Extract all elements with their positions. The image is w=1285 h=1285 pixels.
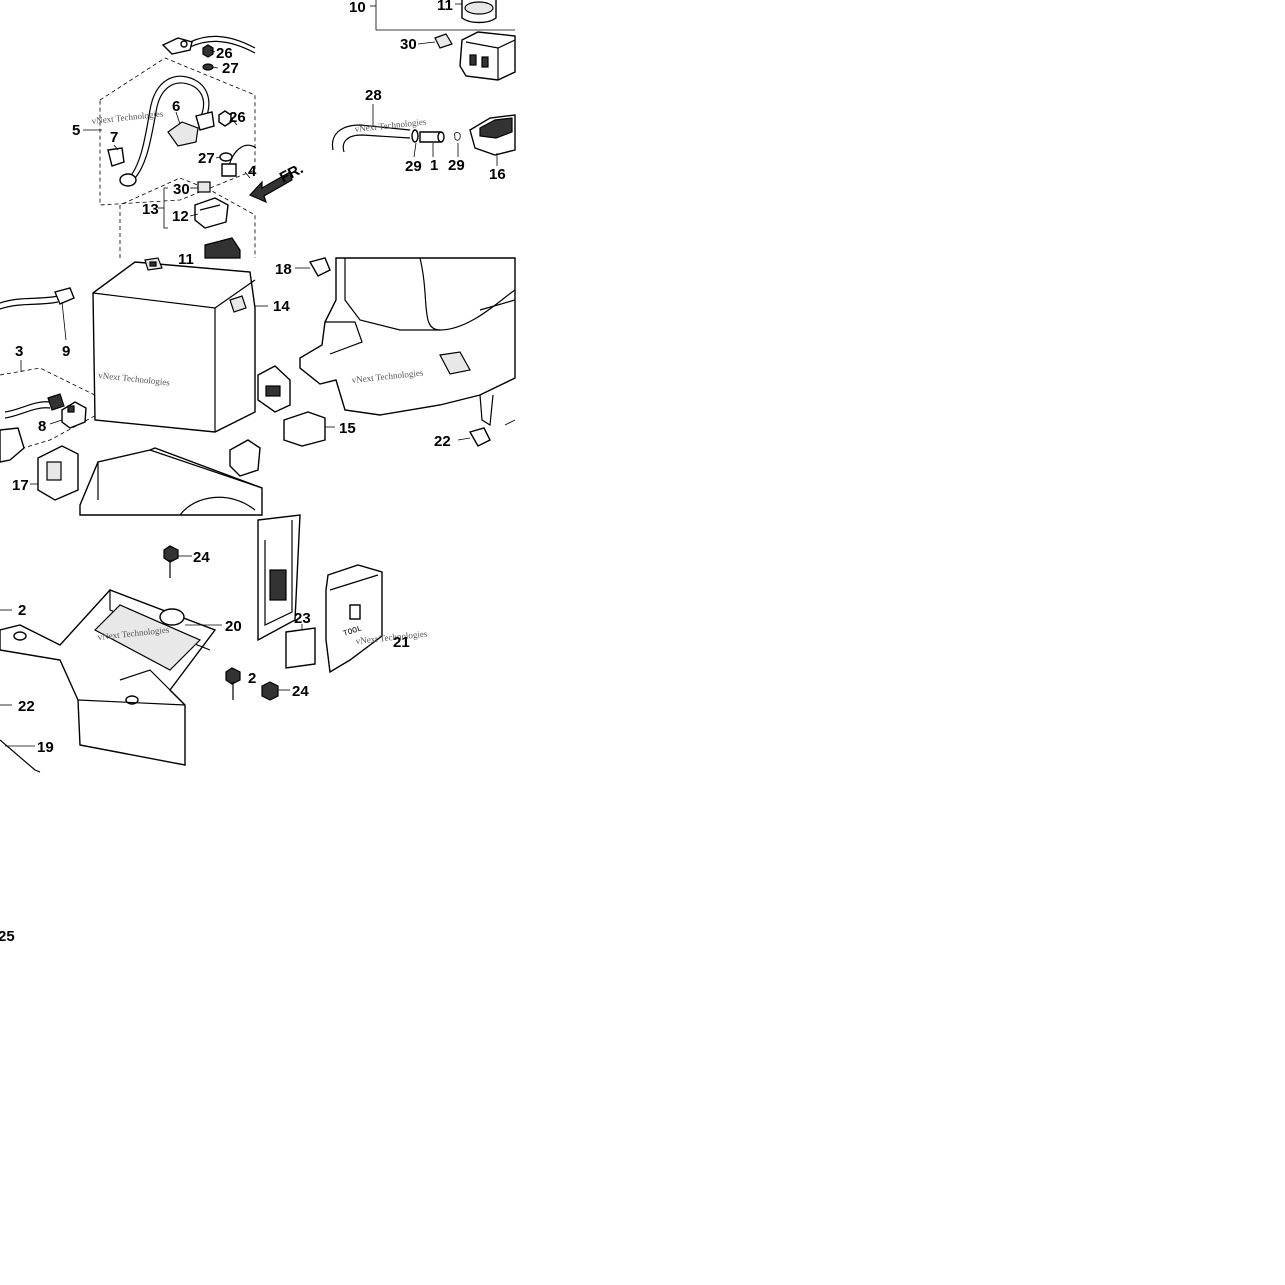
callout-25: 25 <box>0 928 15 945</box>
callout-22: 22 <box>18 698 35 715</box>
battery-holder <box>0 589 217 766</box>
callout-2: 2 <box>248 670 256 687</box>
callout-11: 11 <box>437 0 453 14</box>
tool-cover: TOOL <box>325 564 383 674</box>
bolt-24-top <box>163 545 192 578</box>
callout-1: 1 <box>430 157 438 174</box>
callout-21: 21 <box>393 634 410 651</box>
callout-15: 15 <box>339 420 356 437</box>
callout-11: 11 <box>178 251 194 268</box>
callout-labels: 10 11 30 26 27 28 6 5 7 26 27 4 29 1 29 … <box>0 0 506 945</box>
callout-22: 22 <box>434 433 451 450</box>
callout-3: 3 <box>15 343 23 360</box>
callout-4: 4 <box>248 163 257 180</box>
callout-23: 23 <box>294 610 311 627</box>
callout-9: 9 <box>62 343 70 360</box>
callout-14: 14 <box>273 298 290 315</box>
positive-cable <box>124 75 210 183</box>
callout-30: 30 <box>400 36 417 53</box>
callout-18: 18 <box>275 261 292 278</box>
battery-case <box>299 257 516 427</box>
callout-19: 19 <box>37 739 54 756</box>
top-left-panel: FR. vNext Technologies <box>83 35 306 259</box>
callout-26: 26 <box>216 45 233 62</box>
callout-28: 28 <box>365 87 382 104</box>
battery <box>92 257 256 433</box>
callout-5: 5 <box>72 122 80 139</box>
callout-30: 30 <box>173 181 190 198</box>
callout-7: 7 <box>110 129 118 146</box>
callout-2: 2 <box>18 602 26 619</box>
callout-29: 29 <box>405 158 422 175</box>
callout-16: 16 <box>489 166 506 183</box>
callout-13: 13 <box>142 201 159 218</box>
callout-29: 29 <box>448 157 465 174</box>
callout-17: 17 <box>12 477 29 494</box>
callout-12: 12 <box>172 208 189 225</box>
callout-27: 27 <box>198 150 215 167</box>
bottom-panel: TOOL vNext Technologies vNext Technologi… <box>0 514 428 773</box>
callout-6: 6 <box>172 98 180 115</box>
callout-27: 27 <box>222 60 239 77</box>
callout-24: 24 <box>292 683 309 700</box>
middle-panel: vNext Technologies vNext Technologies <box>0 257 516 516</box>
callout-20: 20 <box>225 618 242 635</box>
callout-24: 24 <box>193 549 210 566</box>
callout-10: 10 <box>349 0 366 16</box>
callout-8: 8 <box>38 418 46 435</box>
callout-26: 26 <box>229 109 246 126</box>
